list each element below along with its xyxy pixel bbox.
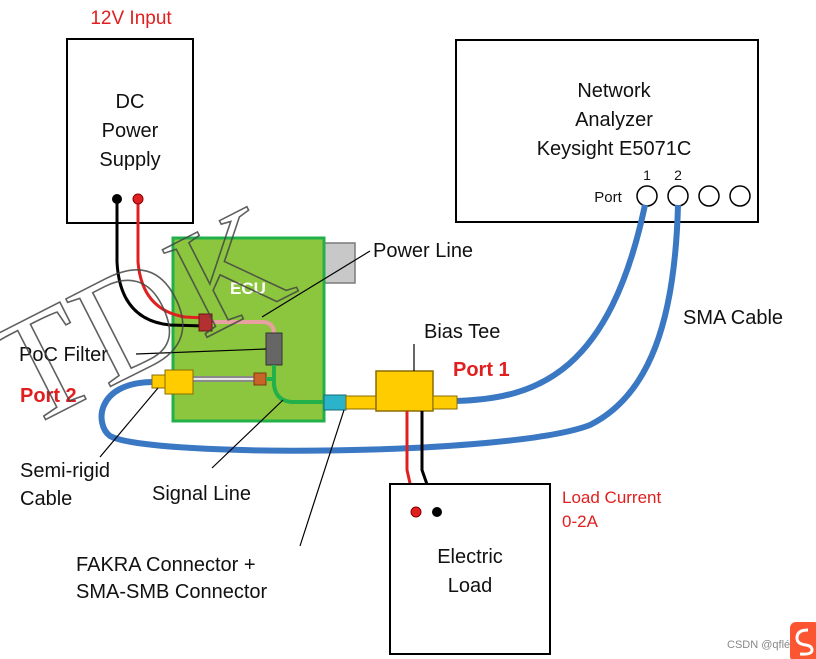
signal-line-trace [272, 365, 325, 404]
poc-filter-label: PoC Filter [19, 344, 108, 366]
csdn-logo-icon [790, 622, 816, 659]
signal-line-label: Signal Line [152, 483, 251, 505]
poc-filter-leader [135, 348, 267, 355]
analyzer-line-2: Analyzer [575, 109, 653, 131]
load-terminal-black [432, 507, 442, 517]
port1-label: Port 1 [453, 359, 510, 381]
load-terminal-red [410, 506, 422, 518]
analyzer-port-2 [667, 185, 689, 207]
power-inductor [198, 313, 213, 332]
sma-smb-connector [345, 395, 377, 410]
csdn-credit: CSDN @qfléok [727, 639, 802, 651]
bias-tee-port1-connector [432, 395, 458, 410]
analyzer-port-label: Port [594, 189, 622, 206]
analyzer-port-3 [698, 185, 720, 207]
ecu-board [171, 236, 326, 423]
port2-label: Port 2 [20, 385, 77, 407]
semi-rigid-label-line-2: Cable [20, 488, 72, 510]
power-line-label: Power Line [373, 240, 473, 262]
sma-cable-port2 [98, 204, 681, 454]
fakra-connector [323, 394, 347, 411]
sma-cable-label: SMA Cable [683, 307, 783, 329]
electric-load-line-2: Load [448, 575, 493, 597]
analyzer-line-3: Keysight E5071C [537, 138, 692, 160]
supply-terminal-red [132, 193, 144, 205]
input-voltage-label: 12V Input [90, 8, 172, 29]
csdn-logo-glyph [795, 628, 814, 656]
load-current-line-1: Load Current [562, 488, 662, 507]
analyzer-port-4 [729, 185, 751, 207]
semi-rigid-label-line-1: Semi-rigid [20, 460, 110, 482]
bias-tee [375, 370, 434, 412]
ecu-label: ECU [230, 279, 266, 298]
power-line-leader [261, 250, 371, 318]
analyzer-port-number-2: 2 [674, 167, 682, 183]
dc-power-supply-box [66, 38, 194, 224]
fakra-label-line-2: SMA-SMB Connector [76, 581, 268, 603]
fakra-label-line-1: FAKRA Connector + [76, 554, 256, 576]
signal-resistor [253, 372, 267, 386]
semi-rigid-leader [99, 387, 159, 458]
port2-sma-connector [164, 369, 194, 395]
power-supply-line-2: Power [102, 120, 159, 142]
power-supply-line-1: DC [116, 91, 145, 113]
sma-cable-port1 [454, 204, 648, 404]
analyzer-port-number-1: 1 [643, 167, 651, 183]
electric-load-line-1: Electric [437, 546, 503, 568]
bias-tee-label: Bias Tee [424, 321, 500, 343]
power-wire-black [115, 199, 206, 328]
load-current-line-2: 0-2A [562, 512, 599, 531]
power-wire-red [136, 199, 206, 320]
signal-line-leader [211, 399, 284, 469]
power-supply-line-3: Supply [99, 149, 160, 171]
fakra-leader [299, 409, 345, 547]
analyzer-port-1 [636, 185, 658, 207]
analyzer-line-1: Network [577, 80, 651, 102]
supply-terminal-black [112, 194, 122, 204]
